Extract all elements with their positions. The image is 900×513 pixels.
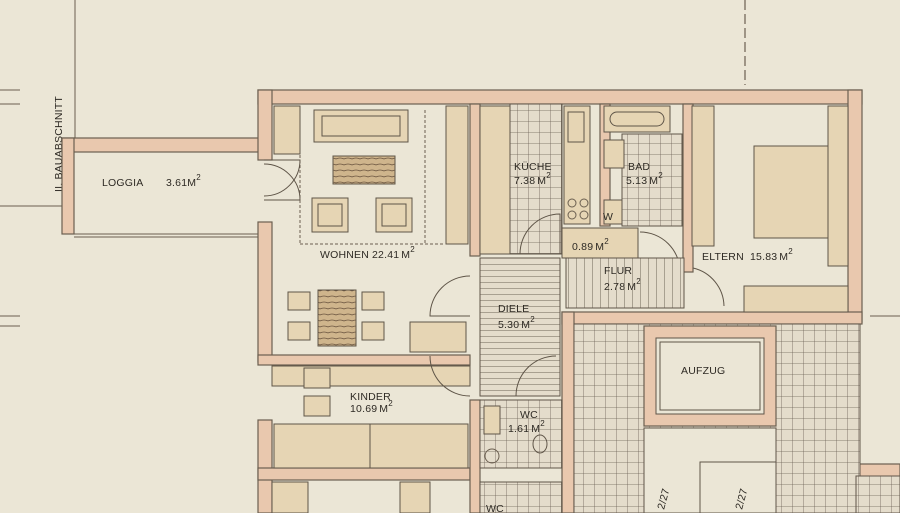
- svg-text:1.61M2: 1.61M2: [508, 419, 545, 435]
- loggia: [61, 137, 263, 238]
- wohnen-name: WOHNEN: [320, 249, 369, 261]
- wohnen-area: 22.41: [372, 249, 399, 261]
- kueche: [479, 103, 591, 255]
- kinder-name: KINDER: [350, 391, 391, 403]
- flur-name: FLUR: [604, 265, 632, 277]
- svg-text:BAD: BAD: [628, 161, 650, 173]
- flur-area: 2.78: [604, 281, 625, 293]
- eltern-name: ELTERN: [702, 251, 744, 263]
- svg-text:ELTERN: ELTERN: [702, 251, 744, 263]
- loggia-area: 3.61: [166, 177, 187, 189]
- aufzug-label: AUFZUG: [681, 365, 725, 377]
- stair-mark-1: 2/27: [655, 487, 672, 511]
- bad-area: 5.13: [626, 175, 647, 187]
- wc: [479, 355, 563, 469]
- abstell-area: 0.89: [572, 241, 593, 253]
- kueche-area: 7.38: [514, 175, 535, 187]
- svg-text:FLUR: FLUR: [604, 265, 632, 277]
- diele-name: DIELE: [498, 303, 529, 315]
- stair-mark-2: 2/27: [733, 487, 750, 511]
- stairwell: [573, 323, 861, 513]
- svg-text:WC: WC: [520, 409, 538, 421]
- eltern-furniture: [691, 105, 849, 313]
- lower-rooms: [271, 475, 900, 513]
- diele-area: 5.30: [498, 319, 519, 331]
- loggia-name: LOGGIA: [102, 177, 143, 189]
- wc-lower-label: WC: [486, 503, 504, 513]
- svg-text:DIELE: DIELE: [498, 303, 529, 315]
- svg-text:LOGGIA: LOGGIA: [102, 177, 143, 189]
- wc-area: 1.61: [508, 423, 529, 435]
- kueche-name: KÜCHE: [514, 161, 552, 173]
- w-label: W: [603, 211, 613, 223]
- svg-text:KINDER: KINDER: [350, 391, 391, 403]
- svg-text:3.61M2: 3.61M2: [166, 173, 201, 189]
- wohnen-doors: [263, 159, 471, 317]
- svg-text:WOHNEN: WOHNEN: [320, 249, 369, 261]
- kinder-area: 10.69: [350, 403, 377, 415]
- eltern-area: 15.83: [750, 251, 777, 263]
- kinder-furniture: [271, 355, 471, 469]
- svg-text:KÜCHE: KÜCHE: [514, 161, 552, 173]
- boundary-lines: [0, 0, 900, 327]
- wc-name: WC: [520, 409, 538, 421]
- wohnen-furniture: [273, 105, 469, 353]
- bad-name: BAD: [628, 161, 650, 173]
- bad: [603, 105, 683, 273]
- flur-area: [479, 227, 725, 397]
